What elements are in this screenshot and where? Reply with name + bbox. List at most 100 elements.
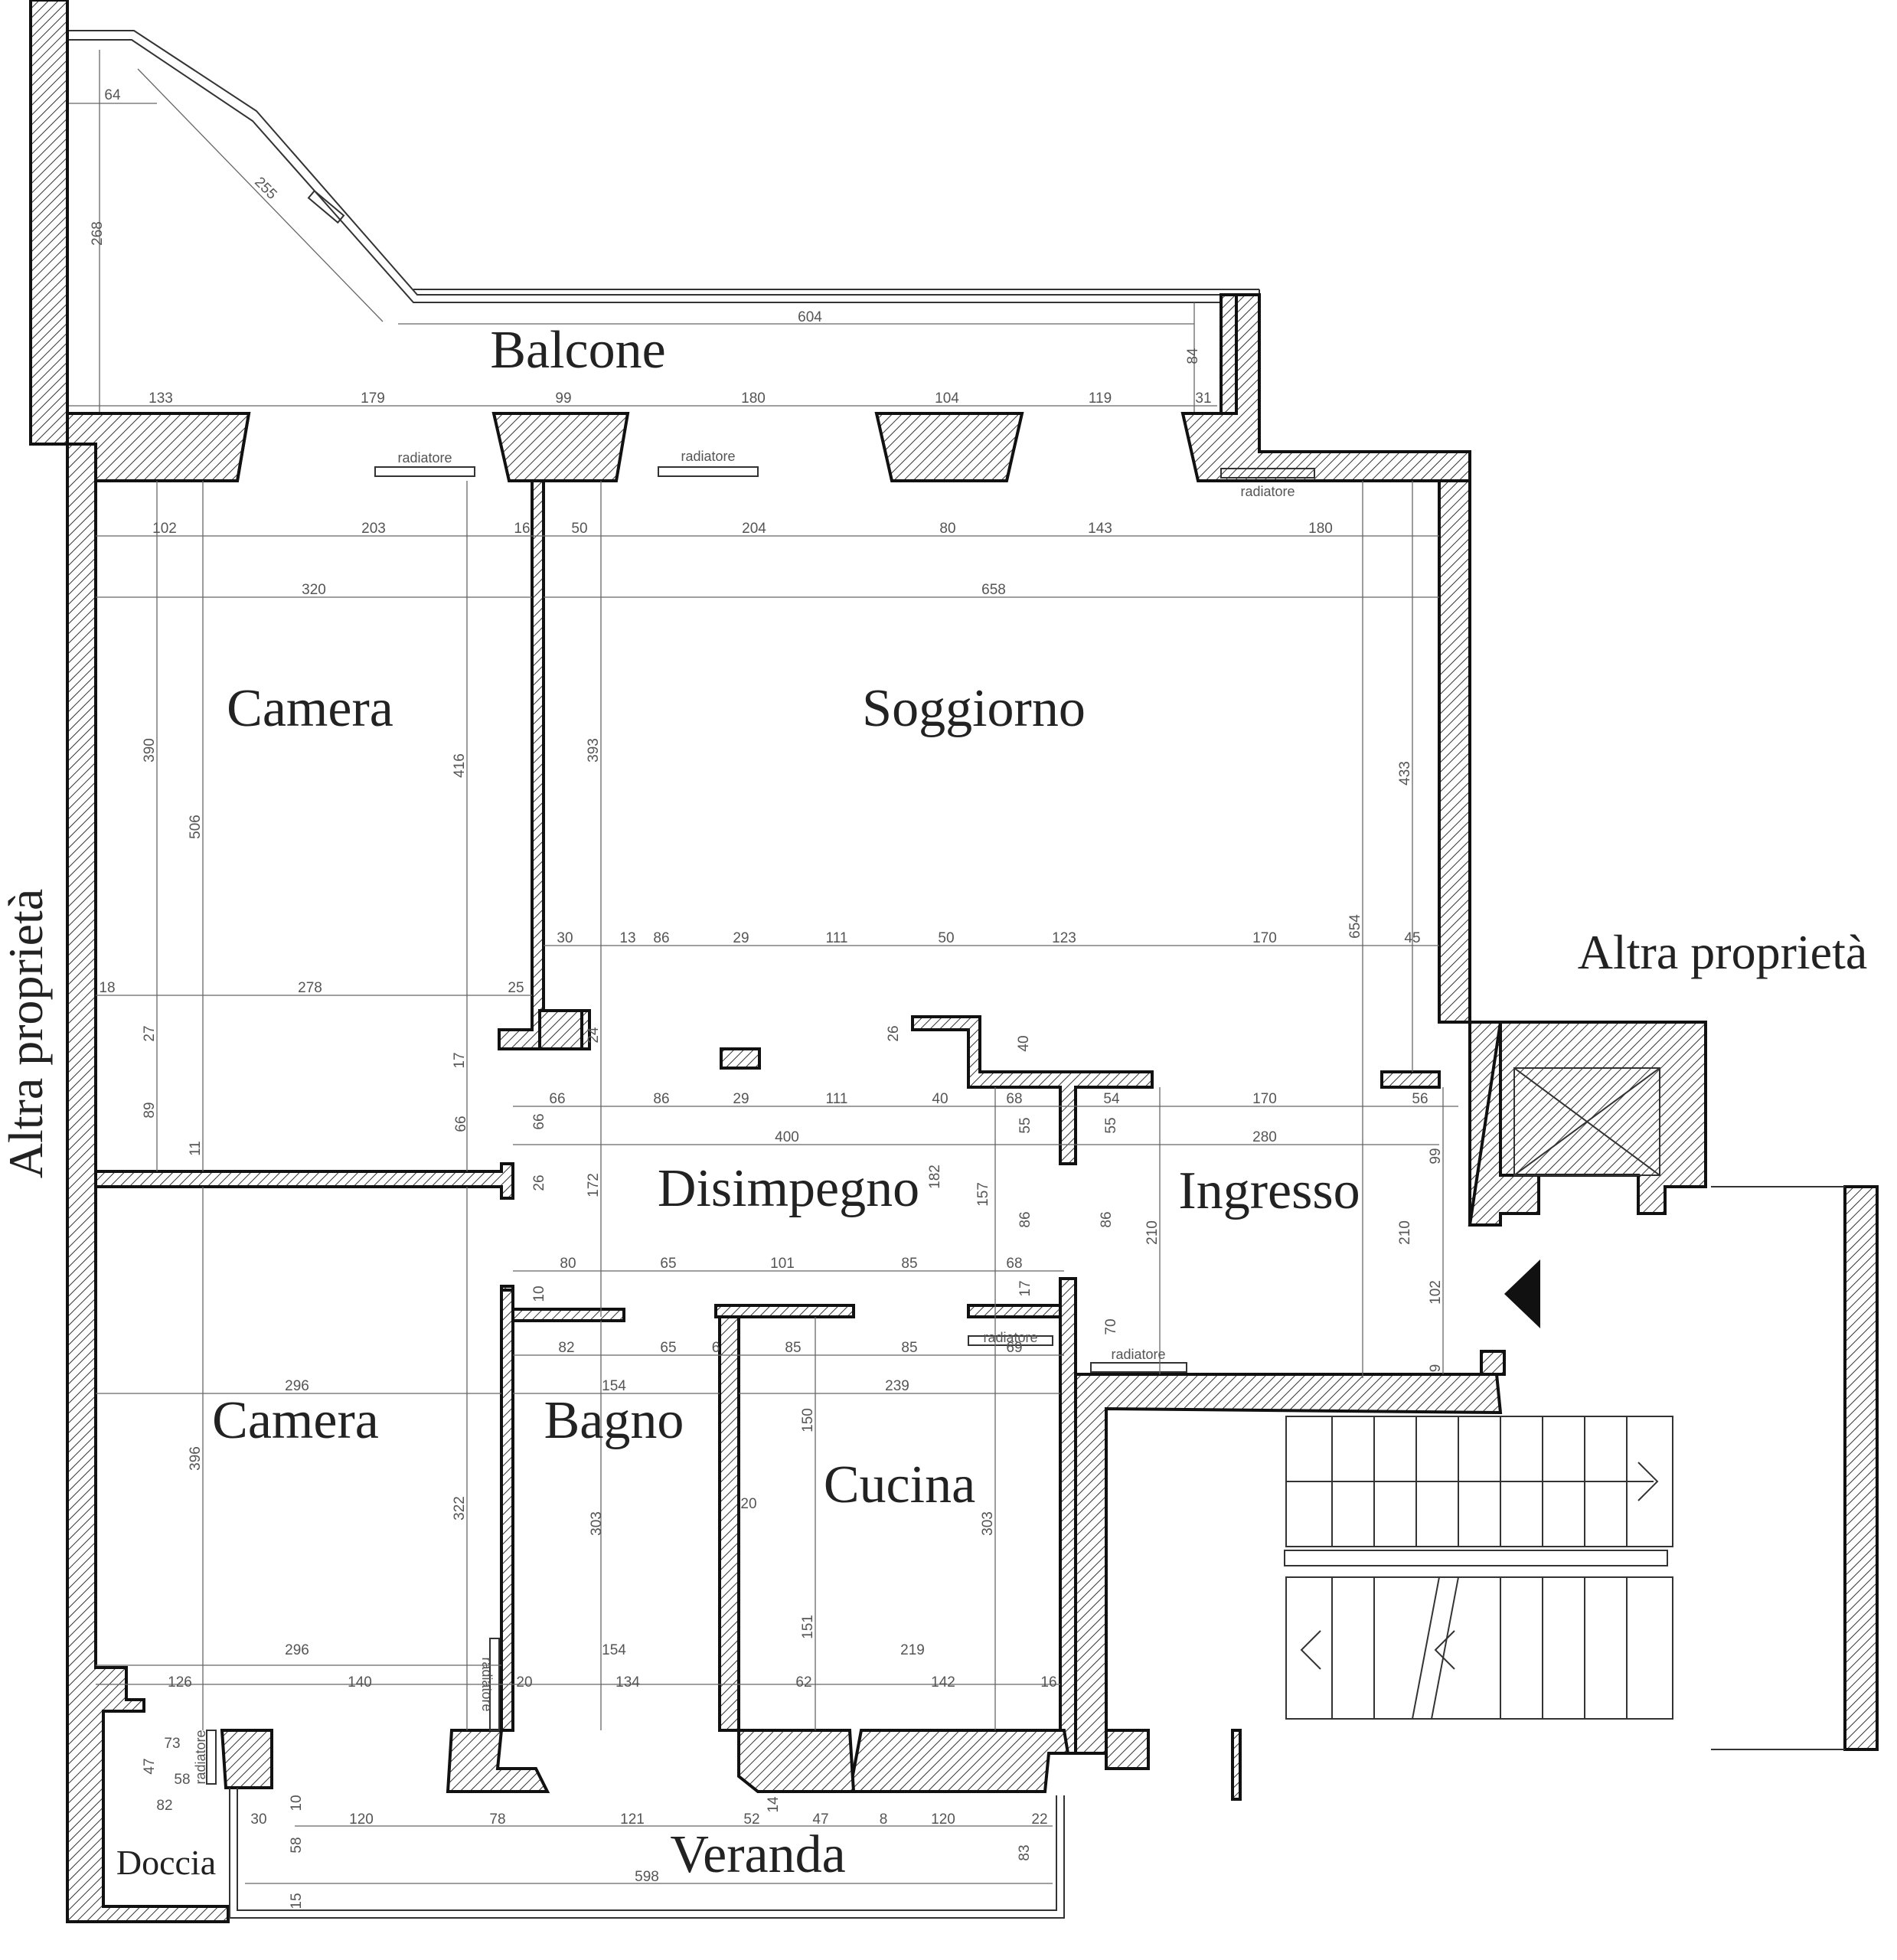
dimension-label: 210	[1144, 1220, 1161, 1245]
dimension-label: 604	[798, 309, 822, 325]
dimension-label: 10	[531, 1285, 547, 1302]
neighbour-label-right: Altra proprietà	[1578, 925, 1868, 979]
dimension-label: 29	[733, 930, 749, 946]
dimension-label: 20	[516, 1674, 532, 1690]
dimension-label: 45	[1404, 930, 1420, 946]
dimension-label: 56	[1412, 1091, 1428, 1107]
room-labels: Balcone Camera Soggiorno Disimpegno Ingr…	[0, 321, 1867, 1884]
dimension-label: 151	[800, 1615, 816, 1639]
room-label-ingresso: Ingresso	[1178, 1161, 1360, 1220]
radiator-label: radiatore	[681, 449, 735, 464]
dimension-label: 204	[742, 521, 766, 537]
room-label-camera-top: Camera	[227, 679, 393, 738]
outer-walls	[29, 0, 1879, 1923]
dimension-label: 654	[1347, 914, 1363, 939]
dimension-label: 255	[251, 174, 279, 202]
dimension-label: 142	[931, 1674, 955, 1690]
dimension-label: 25	[508, 980, 524, 996]
dimension-label: 30	[250, 1811, 266, 1828]
dimension-label: 14	[766, 1796, 782, 1813]
dimension-label: 170	[1252, 1091, 1277, 1107]
dimension-label: 320	[302, 582, 326, 598]
room-label-balcone: Balcone	[490, 321, 665, 380]
dimension-label: 29	[733, 1091, 749, 1107]
room-label-veranda: Veranda	[670, 1825, 845, 1884]
dimension-label: 85	[901, 1256, 917, 1272]
dimension-label: 102	[1428, 1280, 1444, 1305]
dimension-label: 58	[174, 1772, 190, 1788]
dimension-label: 82	[558, 1340, 574, 1356]
dimension-label: 6	[712, 1340, 720, 1356]
dimension-label: 111	[826, 1091, 848, 1107]
dimension-label: 219	[900, 1642, 925, 1658]
dimension-labels: 64 268 255 604 84 133 179 99 180 104 119…	[90, 87, 1444, 1909]
dimension-label: 111	[826, 930, 848, 946]
dimension-label: 119	[1089, 390, 1112, 407]
dimension-label: 123	[1052, 930, 1076, 946]
dimension-label: 80	[939, 521, 955, 537]
dimension-label: 182	[927, 1165, 943, 1189]
dimension-label: 54	[1103, 1091, 1120, 1107]
stairs	[1284, 1067, 1845, 1750]
dimension-label: 506	[188, 815, 204, 839]
dimension-label: 143	[1088, 521, 1112, 537]
dimension-label: 66	[531, 1113, 547, 1129]
dimension-label: 65	[660, 1256, 676, 1272]
dimension-label: 66	[453, 1116, 469, 1132]
dimension-label: 179	[361, 390, 385, 407]
inner-walls	[94, 479, 1441, 1801]
dimension-label: 16	[514, 521, 530, 537]
radiator-label: radiatore	[1240, 484, 1295, 499]
dimension-label: 296	[285, 1642, 309, 1658]
dimension-label: 52	[743, 1811, 759, 1828]
radiator-label: radiatore	[193, 1730, 208, 1784]
dimension-label: 22	[1031, 1811, 1047, 1828]
dimension-label: 154	[602, 1378, 626, 1394]
dimension-label: 99	[555, 390, 571, 407]
dimension-label: 140	[348, 1674, 372, 1690]
dimension-label: 69	[1006, 1340, 1022, 1356]
dimension-label: 126	[168, 1674, 192, 1690]
dimension-label: 180	[741, 390, 766, 407]
dimension-label: 83	[1017, 1844, 1033, 1860]
dimension-label: 120	[931, 1811, 955, 1828]
radiator-labels: radiatore radiatore radiatore radiatore …	[193, 449, 1295, 1785]
dimension-label: 73	[164, 1736, 180, 1752]
dimension-label: 70	[1103, 1318, 1119, 1334]
dimension-label: 47	[812, 1811, 828, 1828]
dimension-label: 416	[452, 753, 468, 778]
dimension-label: 101	[770, 1256, 795, 1272]
dimension-label: 393	[586, 738, 602, 763]
dimension-label: 40	[1016, 1035, 1032, 1051]
dimension-label: 133	[149, 390, 173, 407]
dimension-label: 280	[1252, 1129, 1277, 1145]
dimension-label: 268	[90, 221, 106, 246]
radiator-label: radiatore	[1111, 1347, 1165, 1362]
dimension-label: 104	[935, 390, 959, 407]
dimension-label: 10	[289, 1795, 305, 1811]
dimension-label: 8	[880, 1811, 888, 1828]
dimension-label: 50	[571, 521, 587, 537]
dimension-label: 180	[1308, 521, 1333, 537]
dimension-label: 154	[602, 1642, 626, 1658]
dimension-label: 85	[785, 1340, 801, 1356]
dimension-label: 50	[938, 930, 954, 946]
dimension-label: 9	[1428, 1364, 1444, 1373]
dimension-label: 210	[1397, 1220, 1413, 1245]
room-label-bagno: Bagno	[544, 1391, 684, 1450]
dimension-label: 78	[489, 1811, 505, 1828]
dimension-label: 47	[142, 1758, 158, 1774]
dimension-label: 303	[589, 1511, 605, 1536]
dimension-label: 86	[653, 930, 669, 946]
dimension-label: 17	[1017, 1280, 1033, 1296]
radiators	[206, 466, 1315, 1785]
dimension-label: 203	[361, 521, 386, 537]
dimension-label: 31	[1195, 390, 1211, 407]
dimension-label: 296	[285, 1378, 309, 1394]
dimension-label: 58	[289, 1837, 305, 1853]
dimension-label: 84	[1185, 348, 1201, 364]
entrance-arrow-icon	[1504, 1259, 1540, 1328]
dimension-label: 85	[901, 1340, 917, 1356]
dimension-lines	[96, 481, 1458, 1730]
